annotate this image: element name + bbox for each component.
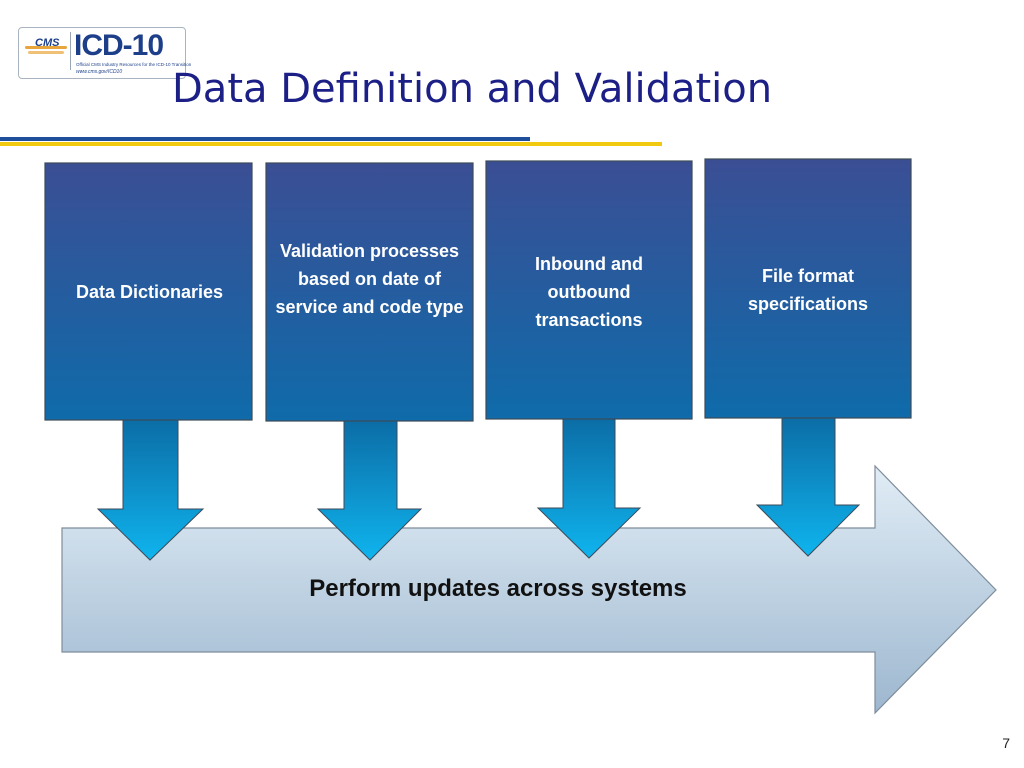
input-2-label: Validation processes based on date of se… <box>275 241 464 317</box>
output-label: Perform updates across systems <box>309 575 687 602</box>
icd10-logo: CMS ICD-10 Official CMS Industry Resourc… <box>18 27 191 79</box>
input-4-box <box>704 158 912 419</box>
input-1-box <box>44 162 253 421</box>
input-3-box <box>485 160 693 420</box>
output-band-arrow <box>61 464 997 715</box>
logo-swoosh-2 <box>28 51 64 54</box>
input-1-arrow <box>96 419 205 561</box>
page-number: 7 <box>1002 735 1010 751</box>
input-3-arrow <box>536 418 642 559</box>
logo-swoosh <box>25 46 67 49</box>
input-2-box <box>265 162 474 422</box>
title-rule-blue <box>0 137 530 141</box>
logo-url: www.cms.gov/ICD10 <box>76 69 123 75</box>
logo-divider <box>70 32 71 70</box>
input-4-label: File format specifications <box>747 266 869 314</box>
input-3-label: Inbound and outbound transactions <box>535 254 643 330</box>
input-4-arrow <box>755 417 861 557</box>
input-2-arrow <box>316 420 423 561</box>
input-1-label: Data Dictionaries <box>75 282 224 302</box>
logo-main-text: ICD-10 <box>74 29 164 62</box>
logo-tagline: Official CMS Industry Resources for the … <box>76 62 192 67</box>
title-rule-yellow <box>0 142 662 146</box>
slide-title: Data Definition and Validation <box>172 66 773 112</box>
